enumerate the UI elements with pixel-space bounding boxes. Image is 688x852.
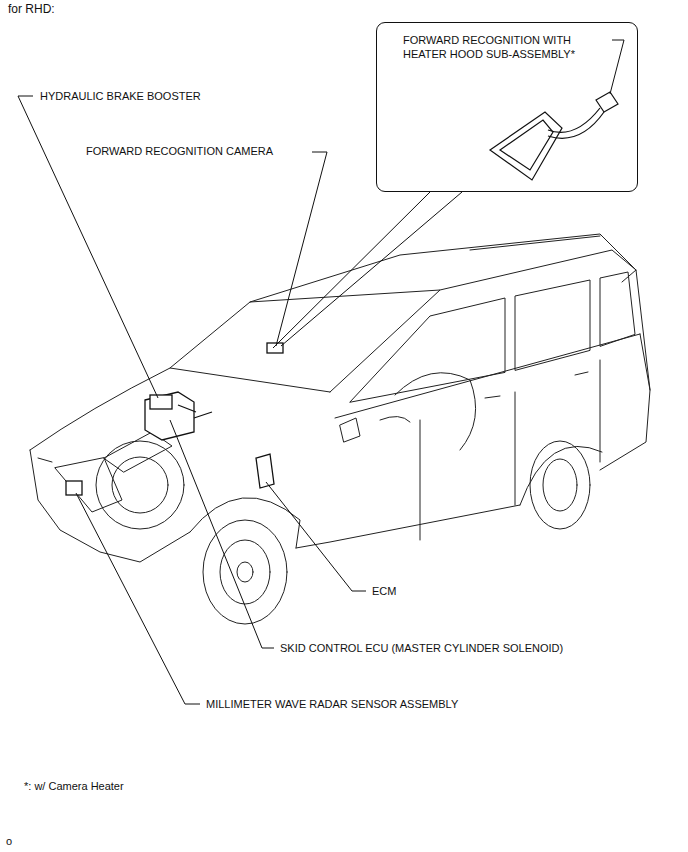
vehicle-components <box>66 343 283 495</box>
leader-lines <box>18 40 624 704</box>
callout-box: FORWARD RECOGNITION WITH HEATER HOOD SUB… <box>376 22 638 192</box>
radar-symbol <box>66 481 82 495</box>
ecm-symbol <box>256 454 274 488</box>
footnote: *: w/ Camera Heater <box>24 779 124 793</box>
part-name: FORWARD RECOGNITION WITH HEATER HOOD SUB… <box>403 33 603 61</box>
part-label: SKID CONTROL ECU (MASTER CYLINDER SOLENO… <box>280 641 563 655</box>
part-label: MILLIMETER WAVE RADAR SENSOR ASSEMBLY <box>206 697 458 711</box>
brake-pipe-symbol <box>178 405 212 418</box>
camera-symbol <box>267 343 283 353</box>
part-label: ECM <box>372 584 396 598</box>
part-label: HYDRAULIC BRAKE BOOSTER <box>40 89 201 103</box>
footnote: o <box>6 834 12 848</box>
part-label: FORWARD RECOGNITION CAMERA <box>86 144 273 158</box>
brake-booster-symbol <box>145 392 194 440</box>
heading-note: for RHD: <box>8 2 55 16</box>
hood-sub-assembly-picture <box>490 92 618 180</box>
brake-reservoir-symbol <box>150 395 172 409</box>
vehicle-body <box>30 234 650 624</box>
